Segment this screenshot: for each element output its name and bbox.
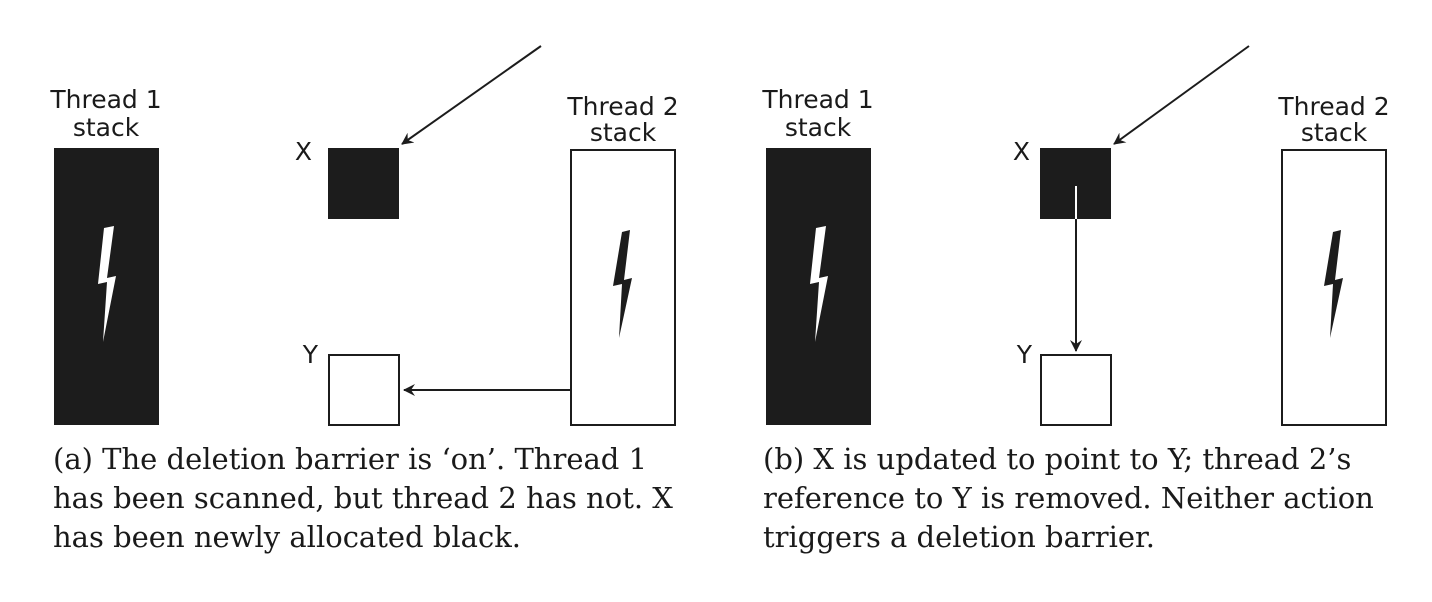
object-x-label: X — [1013, 137, 1030, 166]
caption-panel-a: (a) The deletion barrier is ‘on’. Thread… — [53, 442, 673, 554]
allocation-pointer-to-x — [401, 45, 542, 145]
thread1-stack-label-line1: Thread 1 — [49, 85, 161, 114]
thread1-stack-label-line2: stack — [785, 113, 852, 142]
thread1-stack-label-line2: stack — [73, 113, 140, 142]
lightning-bolt-icon — [613, 230, 632, 338]
caption-panel-b: (b) X is updated to point to Y; thread 2… — [763, 442, 1374, 554]
thread2-stack-label-line2: stack — [1301, 118, 1368, 147]
object-y-label: Y — [1016, 340, 1033, 369]
thread2-stack-label-line1: Thread 2 — [566, 92, 678, 121]
thread2-stack-label-line1: Thread 2 — [1277, 92, 1389, 121]
panel-a: Thread 1 stack X Y Thread 2 stack — [49, 45, 679, 426]
thread1-stack-label-line1: Thread 1 — [761, 85, 873, 114]
object-y-label: Y — [302, 340, 319, 369]
object-x-black — [328, 148, 399, 219]
thread1-stack-black — [766, 148, 871, 425]
lightning-bolt-icon — [98, 226, 116, 342]
lightning-bolt-icon — [810, 226, 828, 342]
object-y-white — [1040, 354, 1112, 426]
allocation-pointer-to-x — [1113, 45, 1250, 145]
object-x-label: X — [295, 137, 312, 166]
thread2-stack-label-line2: stack — [590, 118, 657, 147]
object-y-white — [328, 354, 400, 426]
panel-b: Thread 1 stack X Y Thread 2 stack — [761, 45, 1390, 426]
thread1-stack-black — [54, 148, 159, 425]
lightning-bolt-icon — [1324, 230, 1343, 338]
